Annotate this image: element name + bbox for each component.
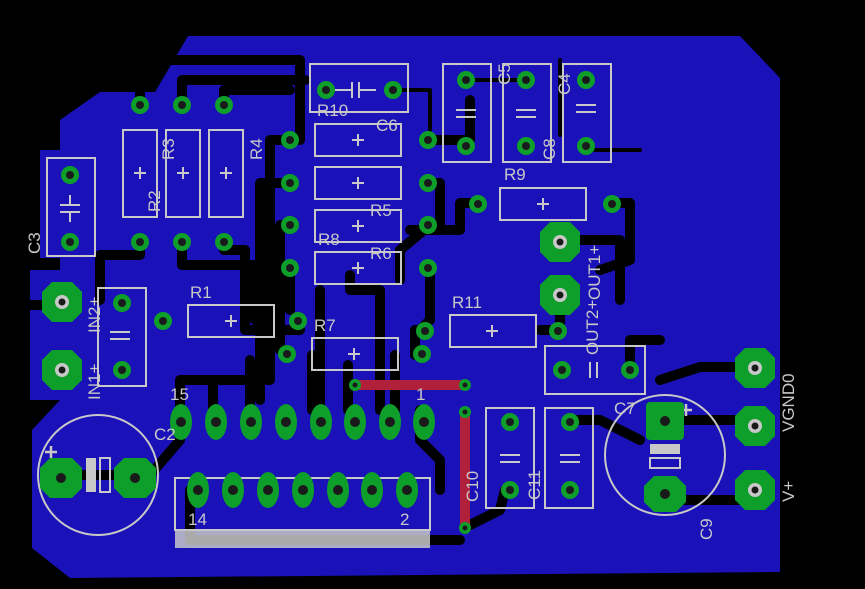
label-r10: R10 <box>317 101 348 120</box>
label-out2: OUT2+ <box>583 300 602 355</box>
label-out1: OUT1+ <box>585 245 604 300</box>
label-vgnd0: VGND0 <box>779 373 798 432</box>
label-pin2: 2 <box>400 510 409 529</box>
label-vplus: V+ <box>779 481 798 502</box>
label-r7: R7 <box>314 316 336 335</box>
component-labels: R10 C6 C5 C4 C8 R3 R4 R2 C3 R9 R5 R8 R6 … <box>25 63 798 540</box>
label-r5: R5 <box>370 201 392 220</box>
label-pin1: 1 <box>416 385 425 404</box>
label-pin15: 15 <box>170 385 189 404</box>
label-c3: C3 <box>25 232 44 254</box>
label-c4: C4 <box>555 73 574 95</box>
label-r11: R11 <box>452 293 482 312</box>
pads <box>40 71 775 534</box>
label-c7: C7 <box>614 399 636 418</box>
label-r8: R8 <box>318 230 340 249</box>
label-c10: C10 <box>463 471 482 502</box>
label-r3: R3 <box>159 138 178 160</box>
label-in2: IN2+ <box>85 297 104 333</box>
label-r1: R1 <box>190 283 212 302</box>
label-r9: R9 <box>504 165 526 184</box>
top-traces <box>350 380 470 533</box>
label-pin14: 14 <box>188 510 207 529</box>
label-r2: R2 <box>145 190 164 212</box>
label-r6: R6 <box>370 244 392 263</box>
label-c11: C11 <box>525 470 544 500</box>
label-in1: IN1+ <box>85 364 104 400</box>
label-c5: C5 <box>495 63 514 85</box>
label-c8: C8 <box>540 138 559 160</box>
label-r4: R4 <box>247 138 266 160</box>
label-c9: C9 <box>697 518 716 540</box>
label-c2: C2 <box>154 425 176 444</box>
label-c6: C6 <box>376 116 398 135</box>
